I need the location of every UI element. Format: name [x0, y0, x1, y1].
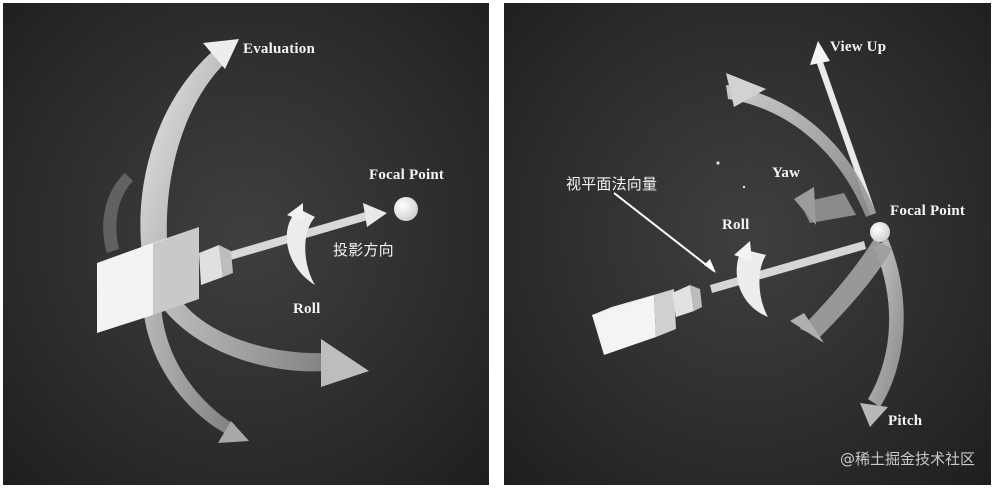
evaluation-label: Evaluation [243, 41, 316, 57]
back-arc [103, 173, 133, 253]
upper-arc [726, 73, 876, 217]
roll-arrow [286, 203, 315, 285]
pitch-label: Pitch [888, 413, 923, 429]
view-plane-normal-pointer [613, 192, 716, 273]
roll-label: Roll [293, 301, 321, 317]
yaw-label: Yaw [772, 165, 801, 181]
camera [97, 227, 233, 333]
focal-point-marker [394, 197, 418, 221]
focal-point-marker [870, 222, 890, 242]
pitch-arrow [860, 239, 904, 427]
view-up-arrow [810, 41, 876, 215]
roll-label: Roll [722, 217, 750, 233]
focal-point-label: Focal Point [890, 203, 966, 219]
camera [592, 285, 702, 355]
focal-point-label: Focal Point [369, 167, 445, 183]
yaw-arrow [794, 187, 856, 225]
view-plane-normal-label: 视平面法向量 [566, 175, 658, 193]
left-diagram-graphics [97, 39, 418, 443]
view-up-label: View Up [830, 39, 887, 55]
elevation-lower-arrow [143, 303, 249, 443]
right-diagram-panel: View Up Yaw 视平面法向量 Focal Point Roll Pitc… [504, 3, 991, 485]
projection-direction-label: 投影方向 [333, 241, 394, 259]
left-diagram-panel: Evaluation Focal Point 投影方向 Roll [3, 3, 489, 485]
roll-arrow [734, 241, 768, 317]
rotation-arrow [790, 239, 892, 343]
watermark: @稀土掘金技术社区 [839, 450, 975, 468]
azimuth-arrow [153, 289, 369, 387]
right-diagram-graphics [592, 41, 904, 427]
